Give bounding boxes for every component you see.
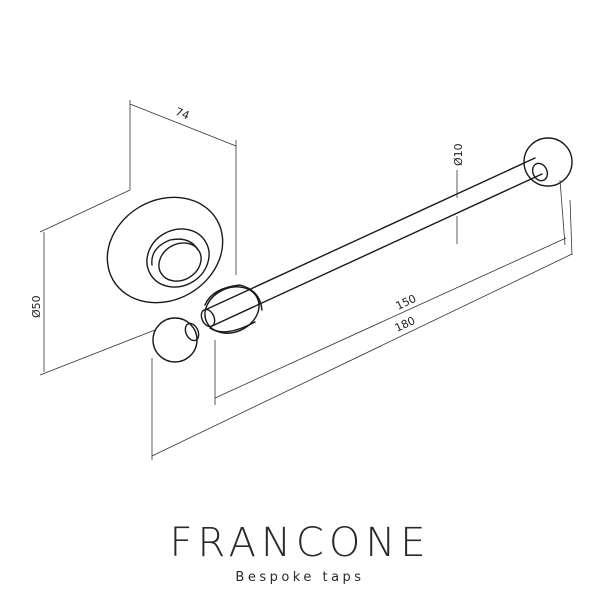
wall-plate bbox=[106, 196, 224, 304]
bar-diameter-label: Ø10 bbox=[452, 143, 465, 166]
dimension-bar-diameter: Ø10 bbox=[452, 143, 465, 244]
plate-diameter-label: Ø50 bbox=[30, 295, 43, 318]
towel-bar bbox=[200, 157, 543, 328]
end-knob-right bbox=[523, 137, 573, 187]
dimension-depth: 74 bbox=[129, 100, 237, 275]
bar-bracket bbox=[204, 284, 263, 334]
depth-label: 74 bbox=[173, 105, 191, 122]
overall-length-label: 180 bbox=[393, 314, 418, 335]
brand-tagline: Bespoke taps bbox=[235, 570, 365, 585]
end-knob-left bbox=[152, 317, 200, 363]
bar-length-label: 150 bbox=[394, 292, 419, 313]
dimension-plate-diameter: Ø50 bbox=[30, 189, 156, 376]
dimension-lengths: 150 180 bbox=[151, 179, 573, 460]
brand-logo: FRANCONE bbox=[169, 520, 431, 566]
